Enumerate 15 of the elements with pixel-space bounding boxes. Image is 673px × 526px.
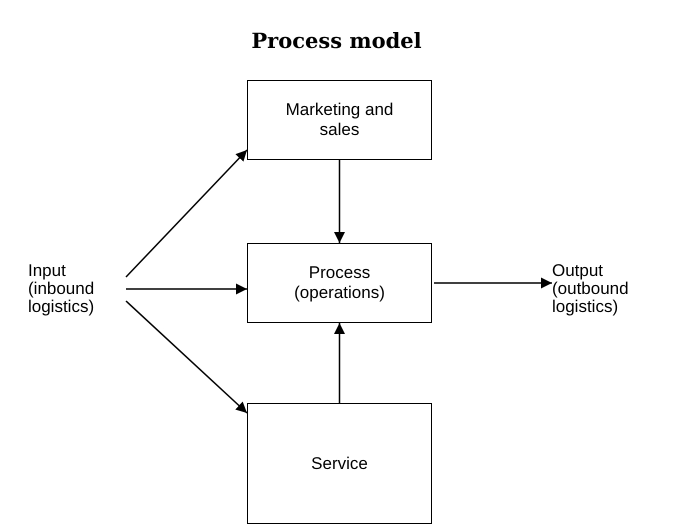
arrow bbox=[126, 284, 247, 294]
process-box bbox=[247, 403, 432, 524]
process-box bbox=[247, 243, 432, 323]
arrow bbox=[434, 278, 552, 288]
arrow bbox=[125, 149, 248, 278]
arrow bbox=[334, 323, 345, 403]
node-text: Output (outbound logistics) bbox=[552, 262, 630, 316]
node-text: Service bbox=[311, 454, 368, 474]
arrow bbox=[126, 300, 248, 414]
diagram-title: Process model bbox=[251, 27, 422, 55]
node-text: Marketing and sales bbox=[284, 100, 394, 140]
process-box bbox=[247, 80, 432, 160]
node-text: Input (inbound logistics) bbox=[28, 262, 96, 316]
arrow bbox=[334, 160, 345, 243]
node-text: Process (operations) bbox=[293, 263, 386, 303]
